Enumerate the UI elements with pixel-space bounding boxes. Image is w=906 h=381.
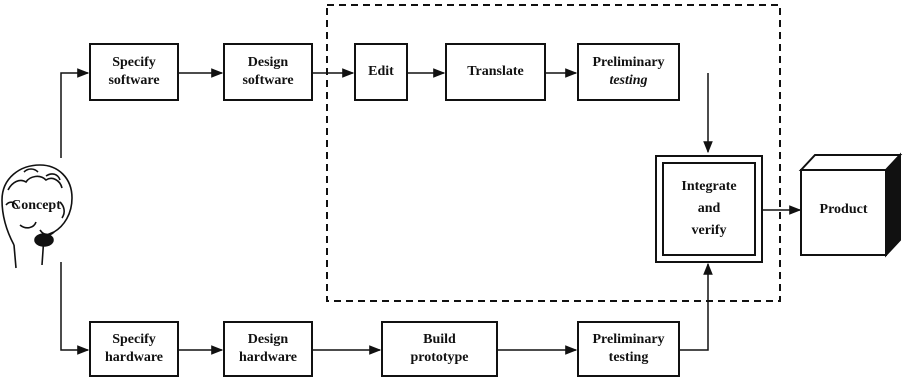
product-label: Product (819, 202, 868, 217)
design-hardware-line1: Design (247, 332, 289, 347)
arrow-preliminary-hardware-to-integrate (680, 262, 713, 351)
preliminary-hardware-line2: testing (608, 350, 649, 365)
software-dev-region (326, 4, 781, 302)
design-hardware-box: Design hardware (223, 321, 313, 377)
preliminary-hardware-line1: Preliminary (592, 332, 665, 347)
integrate-verify-box: Integrate and verify (655, 155, 763, 263)
design-software-line1: Design (247, 55, 289, 70)
specify-software-box: Specify software (89, 43, 179, 101)
design-hardware-line2: hardware (238, 350, 298, 365)
design-software-box: Design software (223, 43, 313, 101)
integrate-line3: verify (691, 223, 727, 238)
arrow-concept-to-specify-hardware (60, 262, 90, 355)
translate-box: Translate (445, 43, 546, 101)
specify-hardware-line1: Specify (112, 332, 156, 347)
preliminary-testing-software-box: Preliminary testing (577, 43, 680, 101)
arrow-concept-to-specify-software (60, 68, 90, 158)
specify-hardware-line2: hardware (104, 350, 164, 365)
edit-label: Edit (368, 64, 394, 79)
brain-head-icon (1, 164, 73, 269)
specify-software-line2: software (108, 73, 160, 88)
preliminary-testing-hardware-box: Preliminary testing (577, 321, 680, 377)
concept-label: Concept (11, 198, 61, 213)
build-line2: prototype (410, 350, 469, 365)
translate-label: Translate (467, 64, 524, 79)
preliminary-software-line2: testing (609, 73, 648, 88)
design-software-line2: software (242, 73, 294, 88)
preliminary-software-line1: Preliminary (592, 55, 665, 70)
integrate-line1: Integrate (681, 179, 737, 194)
build-line1: Build (423, 332, 456, 347)
build-prototype-box: Build prototype (381, 321, 498, 377)
integrate-line2: and (697, 201, 721, 216)
edit-box: Edit (354, 43, 408, 101)
specify-hardware-box: Specify hardware (89, 321, 179, 377)
specify-software-line1: Specify (112, 55, 156, 70)
product-box-icon (798, 152, 903, 258)
integrate-verify-inner-frame: Integrate and verify (662, 162, 756, 256)
